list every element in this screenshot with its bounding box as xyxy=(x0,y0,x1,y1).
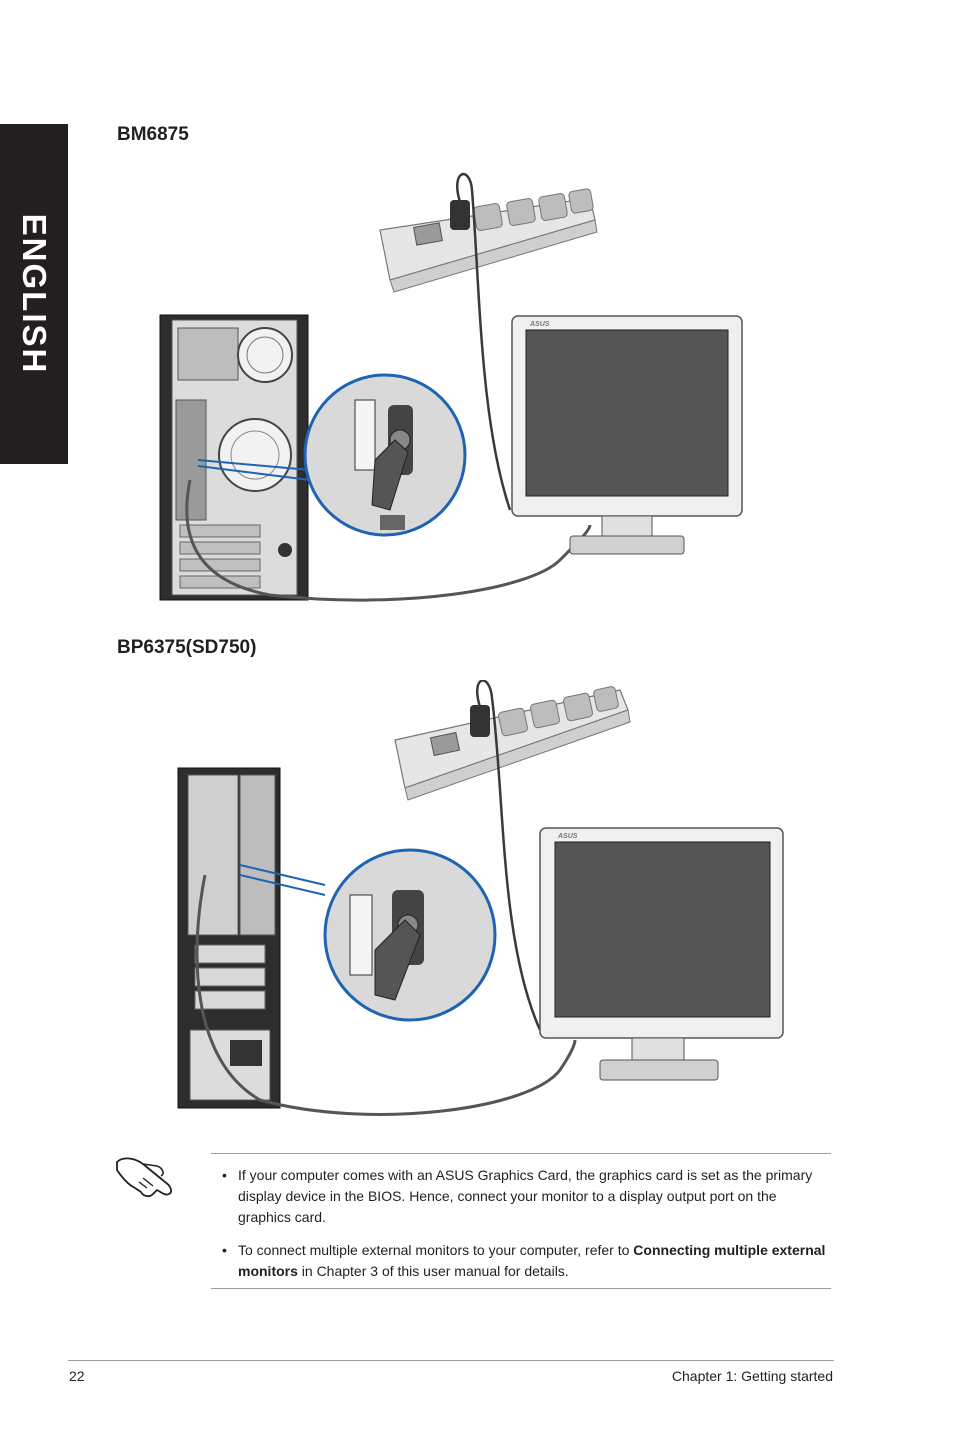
monitor-brand: ASUS xyxy=(529,321,550,328)
lcd-monitor: ASUS xyxy=(511,315,743,555)
bp6375-connection-illustration: ASUS xyxy=(177,680,784,1116)
sff-case xyxy=(177,767,281,1109)
note-item-reference: Connecting multiple external monitors xyxy=(238,1242,826,1279)
lcd-monitor: ASUS xyxy=(539,827,784,1081)
note-top-rule xyxy=(211,1153,831,1154)
page-number: 22 xyxy=(69,1368,85,1384)
power-strip xyxy=(379,188,598,293)
note-item-text-tail: in Chapter 3 of this user manual for det… xyxy=(297,1263,569,1279)
model-title-bm6875: BM6875 xyxy=(117,124,189,145)
display-cable xyxy=(185,479,592,602)
language-tab-label: ENGLISH xyxy=(16,213,53,375)
monitor-brand: ASUS xyxy=(557,833,578,840)
note-item-multiple-monitors: • To connect multiple external monitors … xyxy=(222,1242,826,1279)
display-cable xyxy=(195,874,577,1116)
bm6875-connection-illustration: ASUS xyxy=(159,172,743,602)
note-bottom-rule xyxy=(211,1288,831,1289)
note-item-text: If your computer comes with an ASUS Grap… xyxy=(238,1167,813,1225)
power-cable xyxy=(476,680,542,1031)
note-item-text: To connect multiple external monitors to… xyxy=(238,1242,634,1258)
language-tab: ENGLISH xyxy=(0,124,68,464)
power-strip xyxy=(394,686,631,801)
callout-magnifier xyxy=(323,848,497,1022)
footer-rule xyxy=(68,1360,834,1361)
callout-magnifier xyxy=(303,373,467,537)
power-cable xyxy=(456,172,512,511)
hand-note-icon xyxy=(116,1157,172,1198)
model-title-bp6375: BP6375(SD750) xyxy=(117,637,257,658)
note-item-graphics-card: • If your computer comes with an ASUS Gr… xyxy=(222,1167,813,1225)
note-list: • If your computer comes with an ASUS Gr… xyxy=(222,1165,832,1294)
chapter-title: Chapter 1: Getting started xyxy=(671,1368,833,1384)
tower-case xyxy=(159,314,309,601)
